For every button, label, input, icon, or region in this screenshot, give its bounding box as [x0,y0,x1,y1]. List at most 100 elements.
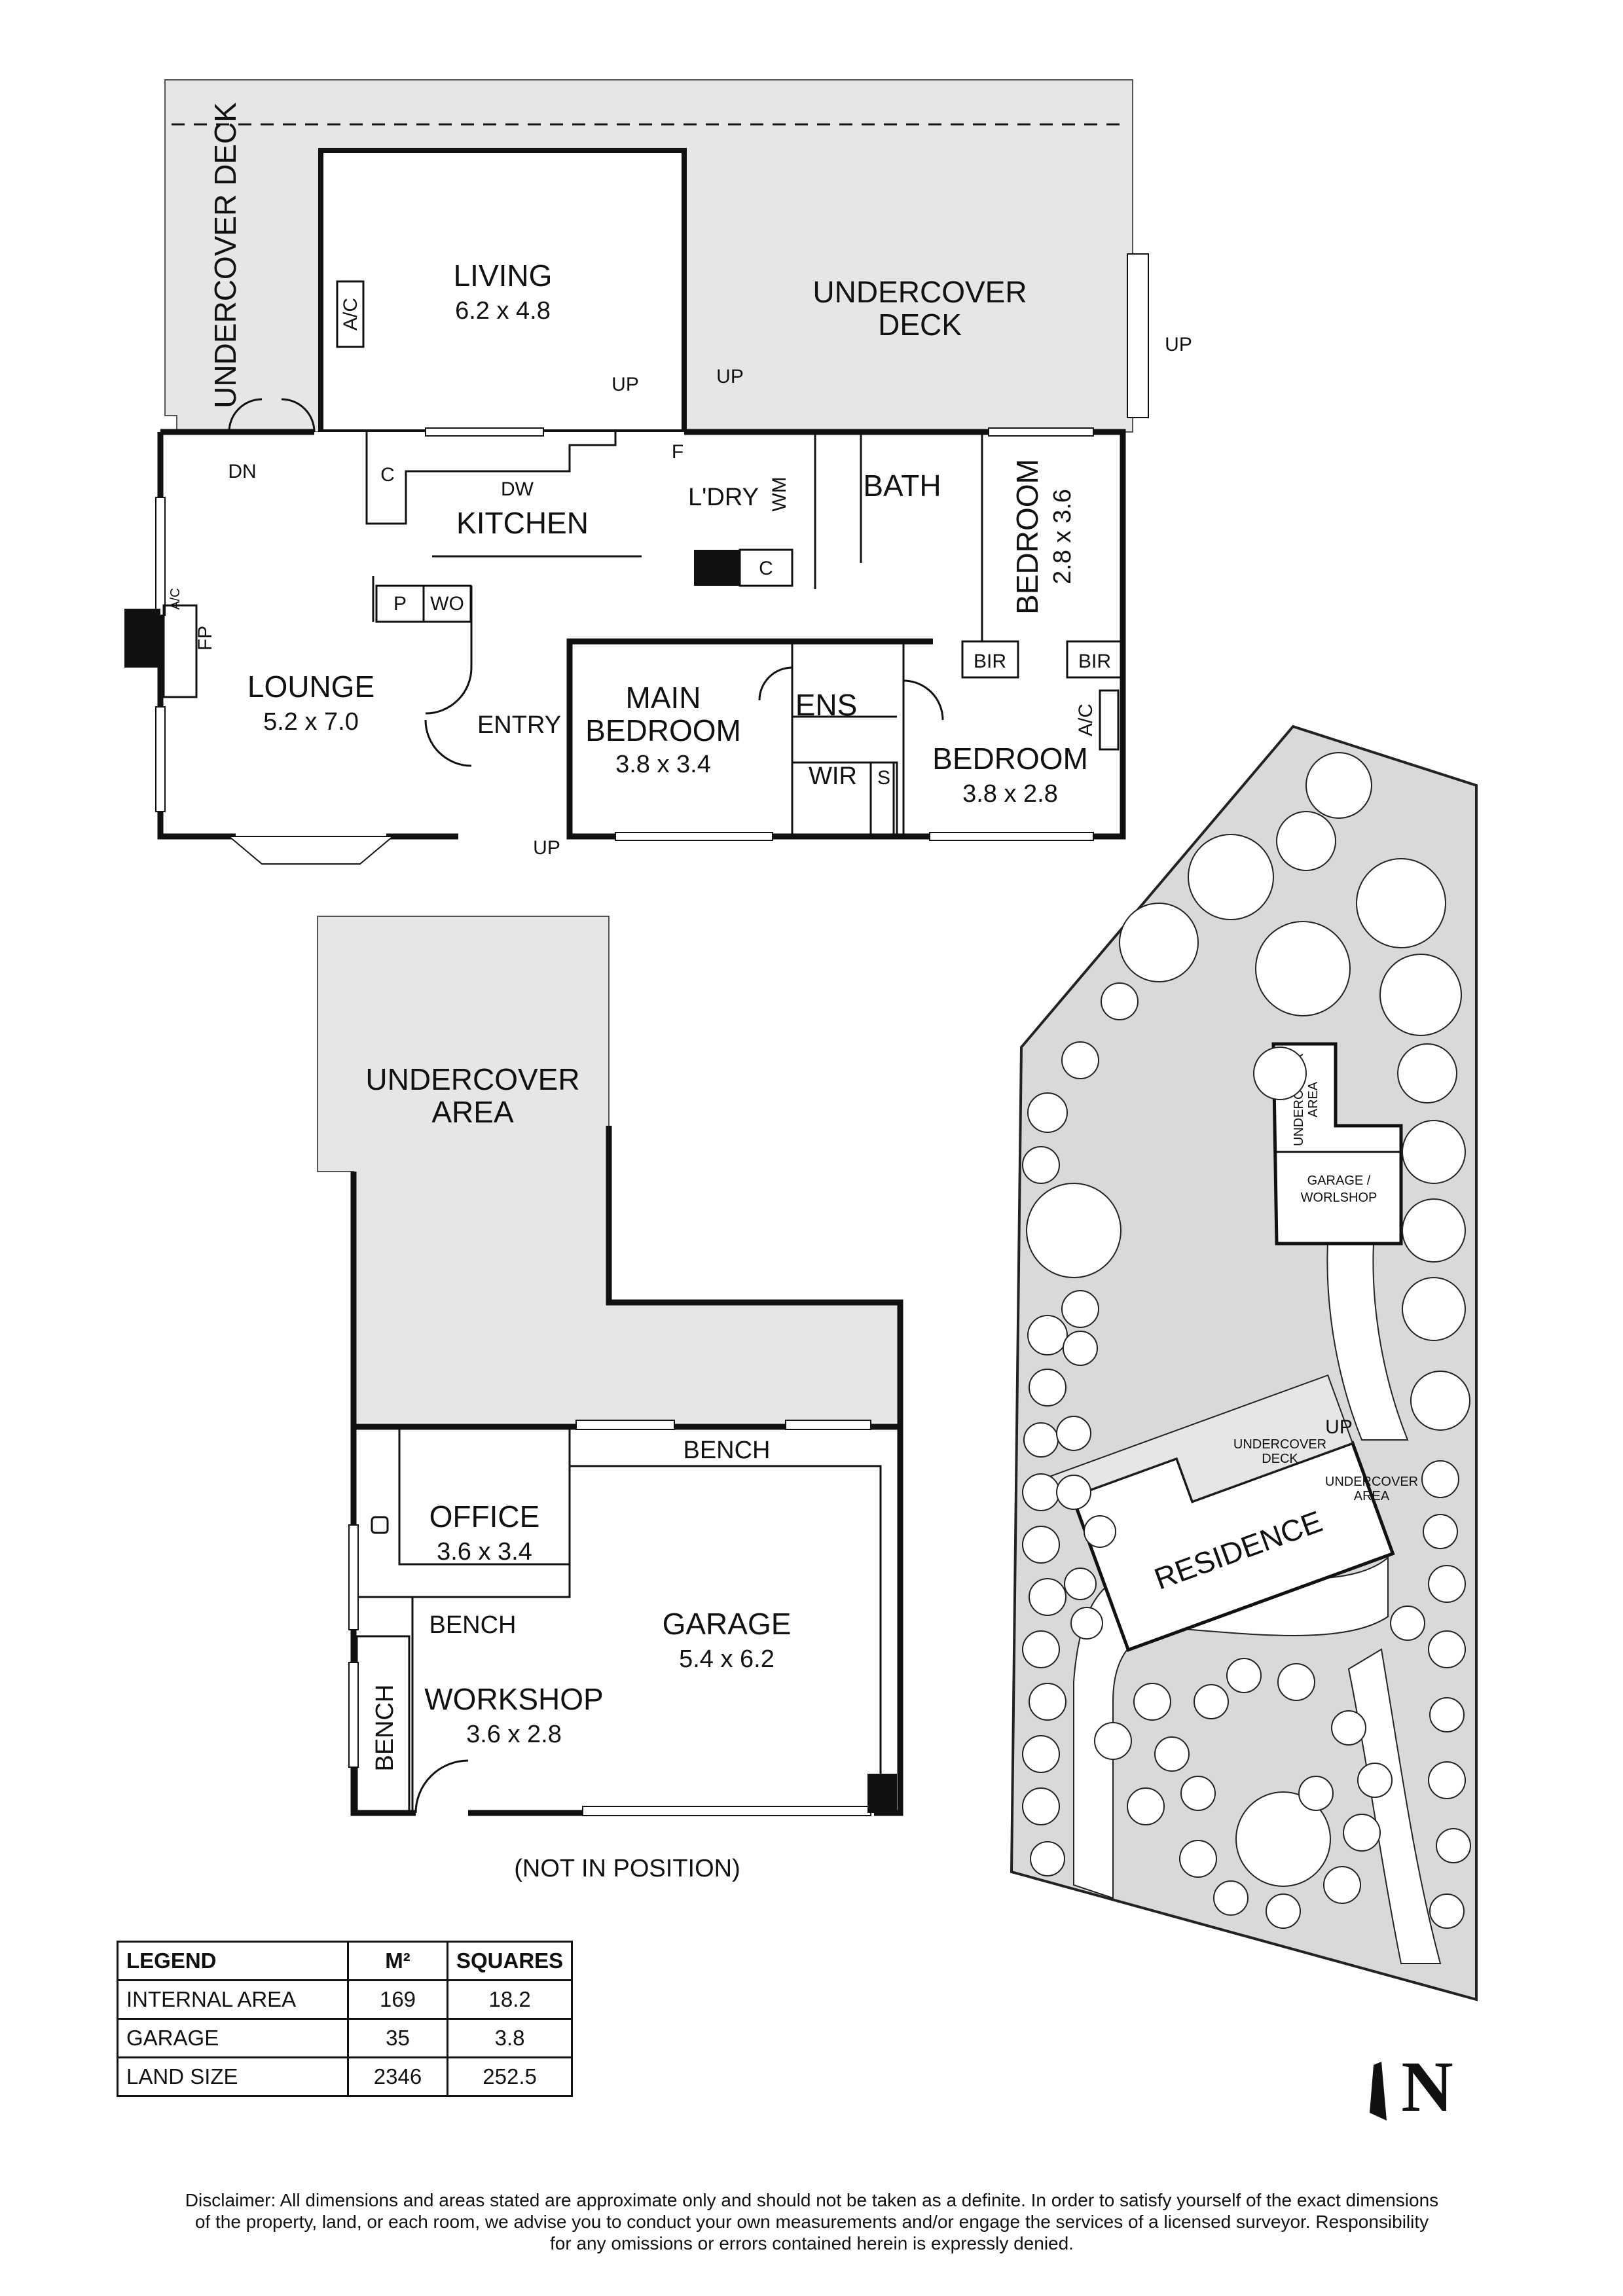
legend-squares: 18.2 [446,1979,574,2020]
site-area-label-2: AREA [1354,1489,1390,1503]
main-bed-dim: 3.8 x 3.4 [615,751,711,778]
ac-unit-bedroom [1099,689,1120,751]
bir-label-2: BIR [1078,651,1111,672]
living-label: LIVING [454,259,553,293]
garage-dim: 5.4 x 6.2 [679,1645,775,1673]
disclaimer-line: for any omissions or errors contained he… [550,2233,1074,2253]
bench-label-office: BENCH [429,1611,516,1639]
legend-m2: 169 [347,1979,448,2020]
site-deck-label-2: DECK [1262,1452,1298,1466]
dishwasher-label: DW [501,478,534,500]
legend-header: LEGEND [117,1941,349,1981]
undercover-area-label-2: AREA [431,1095,514,1129]
legend-header: SQUARES [446,1941,574,1981]
disclaimer-line: of the property, land, or each room, we … [194,2212,1429,2232]
office-label: OFFICE [429,1499,540,1534]
legend-squares: 252.5 [446,2056,574,2097]
north-label: N [1401,2047,1453,2126]
deck-step [1127,253,1149,418]
legend-label: LAND SIZE [117,2056,349,2097]
table-row: INTERNAL AREA 169 18.2 [117,1979,574,2020]
bedroom3-dim: 3.8 x 2.8 [962,780,1058,808]
f-label: F [672,441,684,463]
legend-header: M² [347,1941,448,1981]
legend-table: LEGEND M² SQUARES INTERNAL AREA 169 18.2… [117,1941,574,2097]
site-garage-block [1271,1042,1403,1246]
site-garage-label-2: WORLSHOP [1301,1191,1377,1205]
main-bed-label-2: BEDROOM [585,713,741,747]
site-plan: UNDERCOVER AREA GARAGE / WORLSHOP RESIDE… [1010,725,1478,2126]
not-in-position-note: (NOT IN POSITION) [514,1855,740,1882]
main-bed-label-1: MAIN [626,681,701,715]
workshop-dim: 3.6 x 2.8 [466,1721,562,1748]
garage-plan: UNDERCOVER AREA OFFICE 3.6 x 3.4 BENCH B… [317,916,903,1882]
shelf-label: S [877,767,890,789]
legend-label: INTERNAL AREA [117,1979,349,2020]
cupboard [739,548,793,587]
bir-1 [961,640,1019,679]
deck-left-label: UNDERCOVER DECK [208,102,242,408]
bir-2 [1066,640,1124,679]
cupboard-label-2: C [759,558,773,579]
house-plan: UNDERCOVER DECK UNDERCOVER DECK LIVING 6… [124,79,1192,865]
living-room [318,148,687,435]
north-arrow-icon [1370,2062,1387,2121]
site-garage-label-1: GARAGE / [1307,1174,1371,1188]
garage-label: GARAGE [663,1607,792,1641]
up-label-entry: UP [533,837,560,859]
lounge-dim: 5.2 x 7.0 [263,708,359,736]
wir [791,761,898,836]
ac-label-living: A/C [340,298,361,331]
legend-m2: 2346 [347,2056,448,2097]
wo-label: WO [430,593,464,615]
site-up-label: UP [1325,1416,1353,1438]
ac-label-lounge: A/C [168,588,183,609]
up-label-deck: UP [1165,334,1192,355]
pantry-label: P [393,593,407,615]
laundry-label: L'DRY [688,484,759,511]
fridge-space [694,550,740,586]
bir-label-1: BIR [974,651,1006,672]
table-row: LAND SIZE 2346 252.5 [117,2056,574,2097]
house-footprint [160,432,1123,836]
bench-label-top: BENCH [683,1437,770,1464]
up-label-kitchen: UP [611,374,639,395]
undercover-area-label-1: UNDERCOVER [365,1062,579,1096]
bay-window [227,836,395,865]
disclaimer-line: Disclaimer: All dimensions and areas sta… [185,2190,1439,2210]
legend-m2: 35 [347,2018,448,2058]
bench-label-workshop: BENCH [371,1684,399,1771]
bedroom2-label: BEDROOM [1010,459,1044,615]
legend-squares: 3.8 [446,2018,574,2058]
deck-right-label-2: DECK [878,308,962,342]
ens-label: ENS [795,688,858,722]
ac-unit-living [336,280,365,348]
site-undercover-area-2: AREA [1306,1081,1321,1117]
lounge-label: LOUNGE [247,670,374,704]
bath-label: BATH [863,469,941,503]
bedroom2-dim: 2.8 x 3.6 [1049,489,1076,584]
disclaimer: Disclaimer: All dimensions and areas sta… [98,2189,1525,2254]
office-dim: 3.6 x 3.4 [437,1538,532,1566]
shrubs [1022,982,1471,1929]
legend-label: GARAGE [117,2018,349,2058]
dn-label: DN [228,461,256,482]
table-row: GARAGE 35 3.8 [117,2018,574,2058]
tree-canopy [1026,752,1470,1887]
wir-label: WIR [809,762,857,790]
cupboard-label-1: C [380,464,395,486]
entry-label: ENTRY [477,711,561,739]
up-label-laundry: UP [716,366,744,387]
legend-header-row: LEGEND M² SQUARES [117,1941,574,1981]
fireplace-label: FP [194,626,216,651]
site-deck-label-1: UNDERCOVER [1233,1437,1326,1452]
site-area-label-1: UNDERCOVER [1325,1475,1418,1489]
washing-machine-label: WM [769,476,790,511]
deck-right-label-1: UNDERCOVER [812,275,1027,309]
living-dim: 6.2 x 4.8 [455,297,551,325]
garage-post [867,1774,897,1813]
bedroom3-label: BEDROOM [932,742,1088,776]
workshop-label: WORKSHOP [424,1682,603,1716]
ac-label-bedroom: A/C [1075,704,1097,736]
